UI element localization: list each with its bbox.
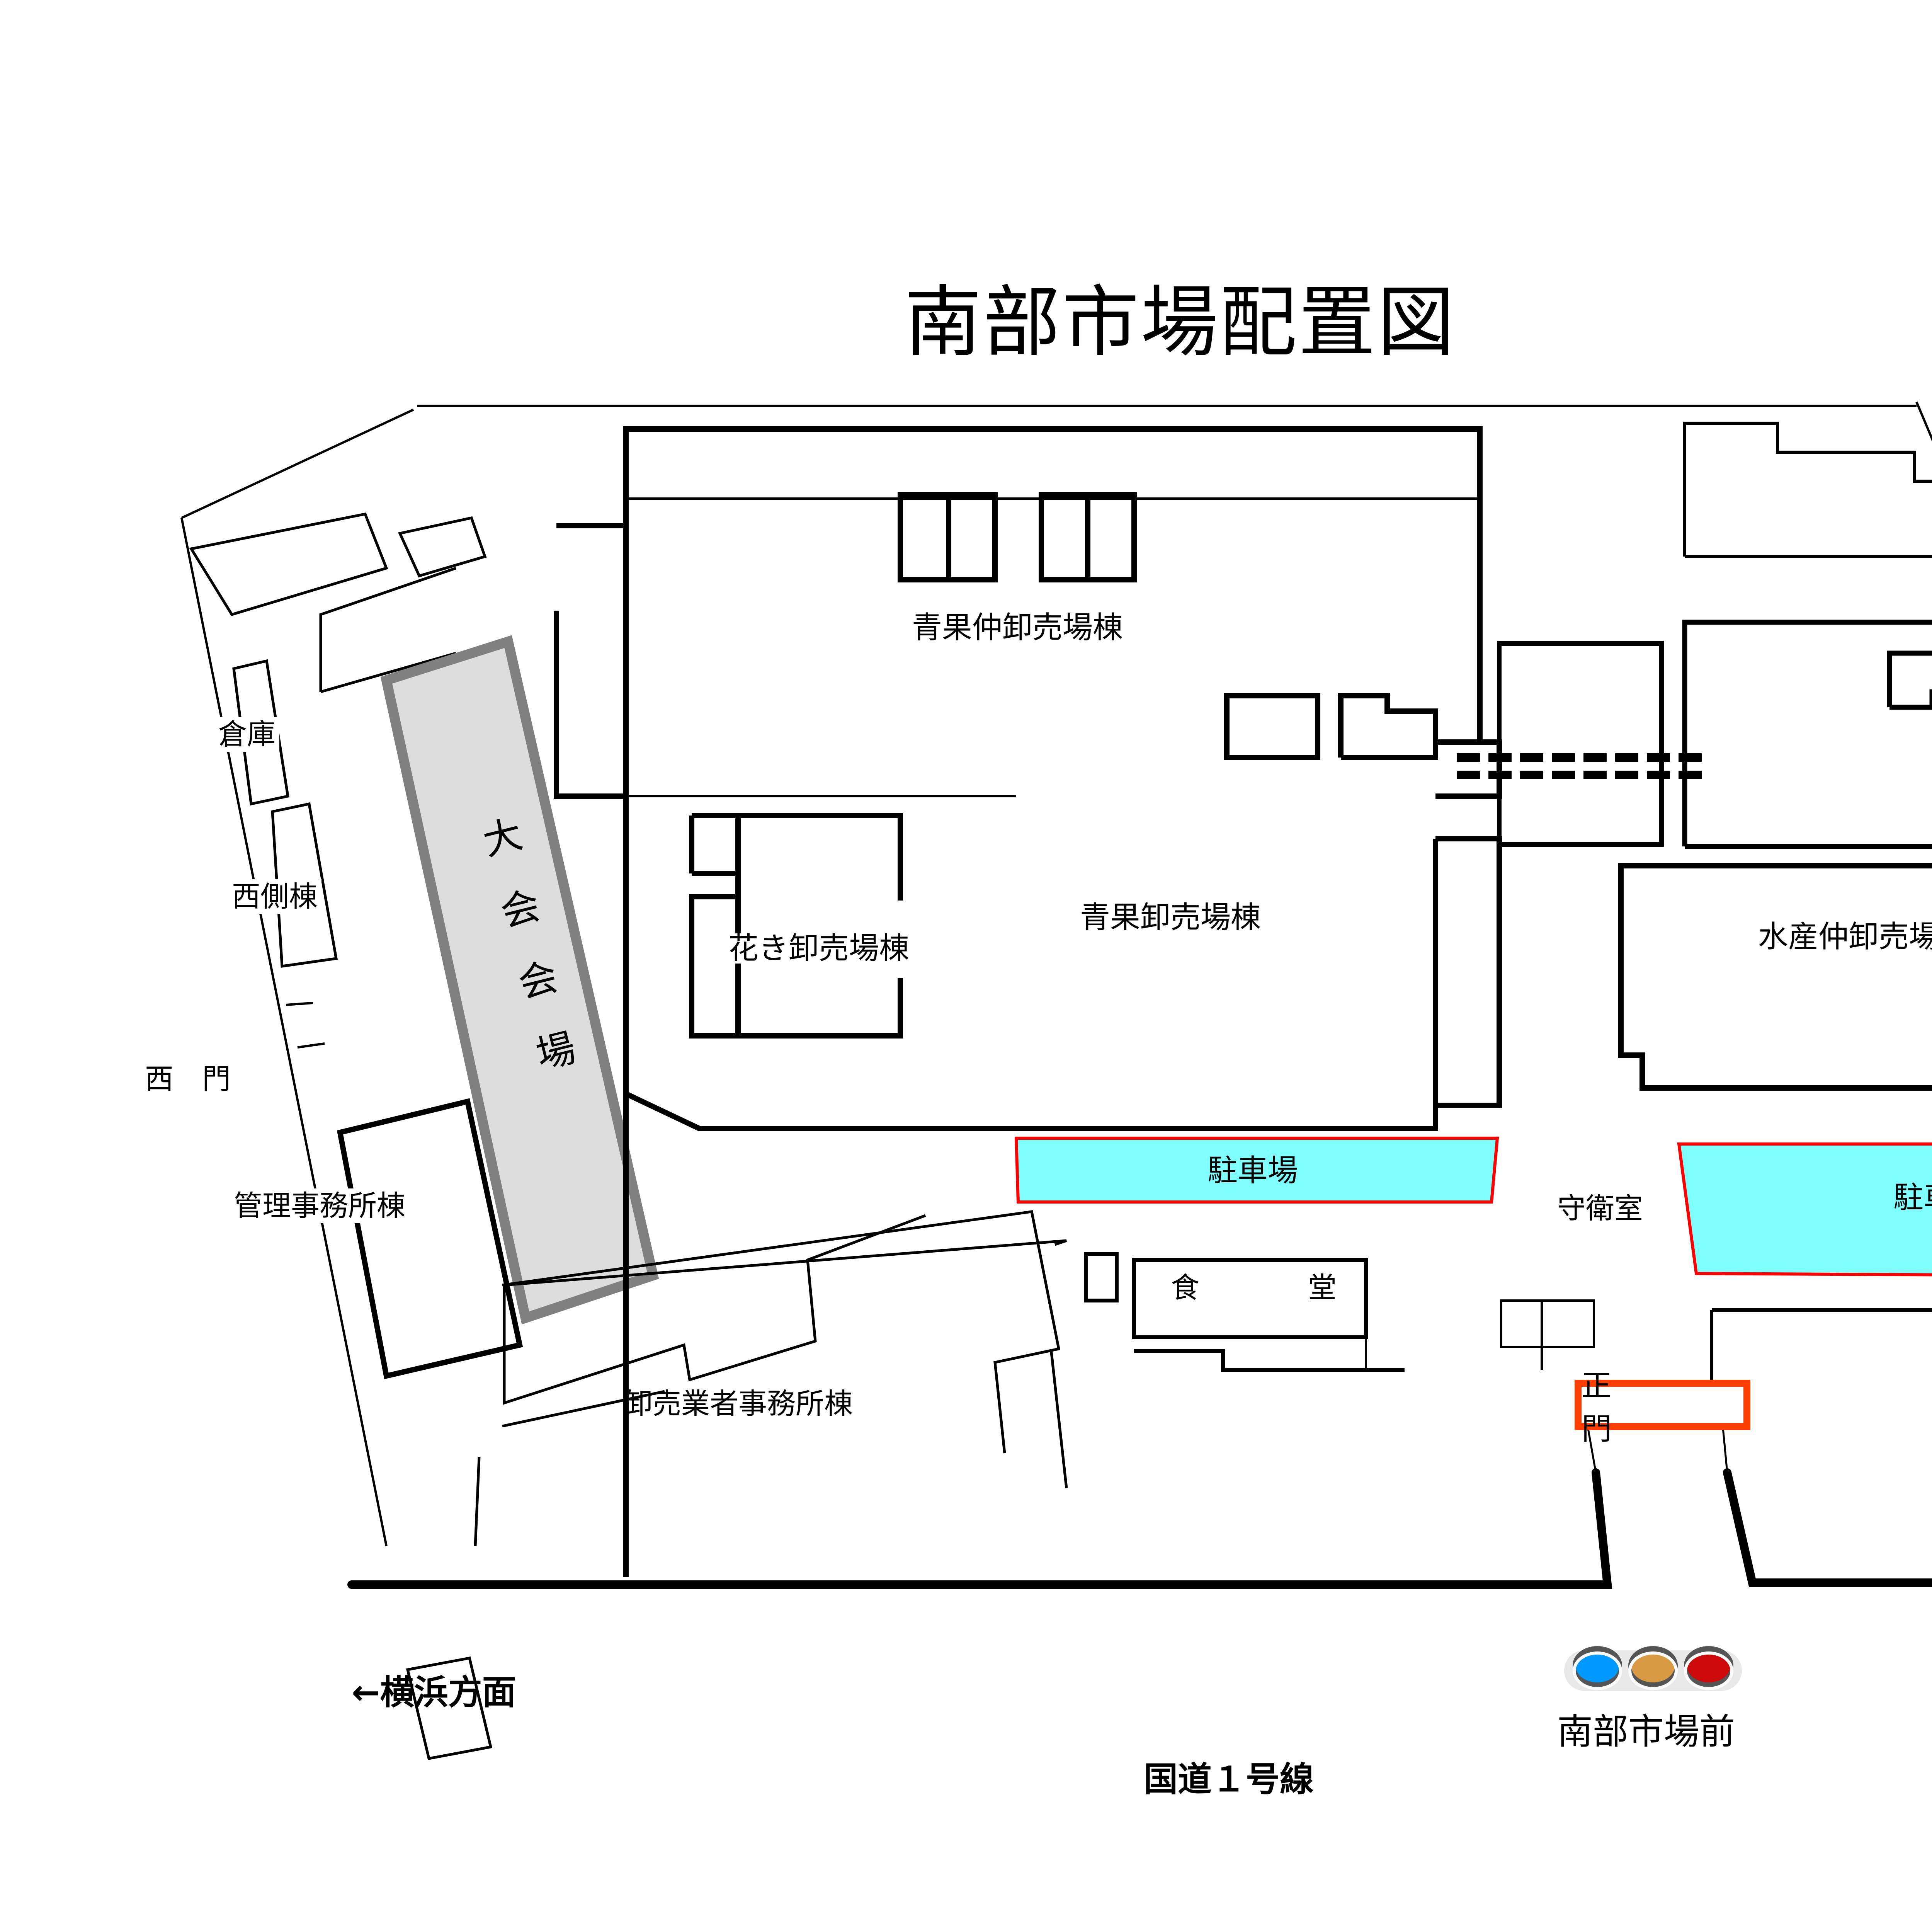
main-gate-box: 正 門: [1575, 1369, 1750, 1447]
traffic-light-icon: [1564, 1650, 1742, 1691]
covered-walkway: [1457, 753, 1708, 779]
wholesaler-office-shape: [474, 1210, 1068, 1546]
label-west-gate: 西 門: [145, 1062, 231, 1096]
west-gate-marks: [286, 1002, 325, 1049]
label-suisan-naka: 水産仲卸売場棟: [1758, 919, 1932, 954]
label-souko: 倉庫: [214, 717, 279, 752]
gate-east-wall: [1710, 1308, 1932, 1391]
label-nishigawa: 西側棟: [228, 879, 321, 914]
ne-buildings: [1682, 422, 1932, 849]
label-route-1: 国道１号線: [1144, 1759, 1314, 1799]
page-title: 南部市場配置図: [904, 278, 1456, 368]
signal-yellow-lamp: [1628, 1651, 1678, 1690]
label-shokudo-2: 堂: [1308, 1271, 1337, 1304]
label-seika-oroshi: 青果卸売場棟: [1080, 900, 1261, 935]
label-seika-naka: 青果仲卸売場棟: [912, 610, 1123, 645]
canteen-shape: [1084, 1252, 1595, 1372]
signal-green-lamp: [1573, 1651, 1622, 1690]
label-main-gate: 正 門: [1582, 1369, 1735, 1447]
label-signal-name: 南部市場前: [1557, 1711, 1735, 1752]
label-shokudo-1: 食: [1171, 1271, 1199, 1304]
middle-east-building: [1497, 641, 1664, 847]
route-1-road-edge: [347, 1468, 1932, 1589]
site-boundary: [180, 401, 1932, 1546]
fish-market-shape: [1618, 863, 1932, 1091]
label-parking-east: 駐車場: [1893, 1180, 1932, 1215]
label-oroshi-jimusho: 卸売業者事務所棟: [624, 1387, 853, 1420]
label-hana-oroshi: 花き卸売場棟: [728, 931, 910, 966]
label-kanri: 管理事務所棟: [230, 1188, 409, 1223]
signal-red-lamp: [1684, 1651, 1733, 1690]
parking-lot-east-shape: [1677, 1142, 1932, 1277]
admin-building-shape: [337, 1098, 523, 1379]
nw-outbuildings: [189, 512, 493, 1760]
label-to-yokohama: ←横浜方面: [352, 1672, 516, 1712]
label-shueishitsu: 守衛室: [1557, 1192, 1643, 1225]
parking-lot-west-shape: [1014, 1137, 1499, 1204]
grand-hall-shape: [380, 635, 659, 1325]
seika-complex: [554, 426, 1502, 1577]
label-parking-west: 駐車場: [1208, 1153, 1298, 1188]
